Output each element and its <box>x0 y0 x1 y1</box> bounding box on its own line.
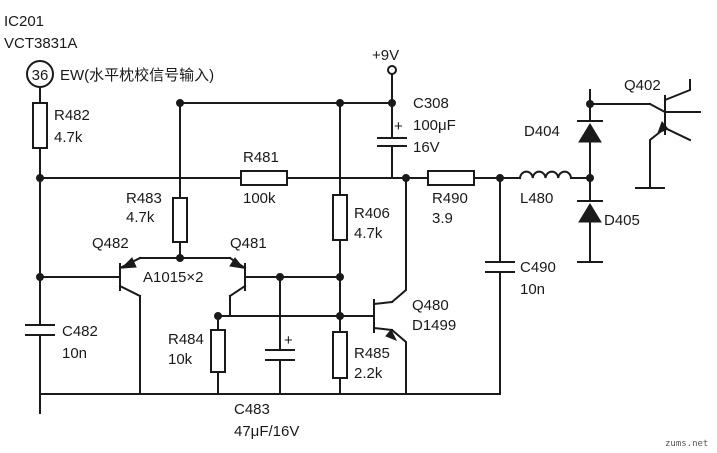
transistor-q481 <box>228 256 247 298</box>
r483-value: 4.7k <box>126 209 155 226</box>
c483-ref: C483 <box>234 401 270 418</box>
resistor-r485 <box>332 331 348 379</box>
l480-ref: L480 <box>520 190 553 207</box>
c308-voltage: 16V <box>413 139 440 156</box>
d405-ref: D405 <box>604 212 640 229</box>
ic-part-label: VCT3831A <box>4 35 77 52</box>
supply-terminal <box>387 65 397 75</box>
c483-value: 47μF/16V <box>234 423 299 440</box>
q480-ref: Q480 <box>412 297 449 314</box>
r485-ref: R485 <box>354 345 390 362</box>
ic-ref-label: IC201 <box>4 13 44 30</box>
r481-value: 100k <box>243 190 276 207</box>
q481-ref: Q481 <box>230 235 267 252</box>
r482-value: 4.7k <box>54 129 83 146</box>
c482-ref: C482 <box>62 323 98 340</box>
resistor-r484 <box>210 329 226 373</box>
transistor-pair-label: A1015×2 <box>143 269 203 286</box>
r406-ref: R406 <box>354 205 390 222</box>
resistor-r482 <box>32 102 48 149</box>
q480-part: D1499 <box>412 317 456 334</box>
r484-value: 10k <box>168 351 193 368</box>
transistor-q402 <box>648 79 692 142</box>
ic-pin-36: 36 <box>26 60 54 88</box>
ew-signal-label: EW(水平枕校信号输入) <box>60 67 214 84</box>
diode-d405 <box>577 200 603 223</box>
c308-value: 100μF <box>413 117 456 134</box>
r490-ref: R490 <box>432 190 468 207</box>
r406-value: 4.7k <box>354 225 383 242</box>
ic-pin-number: 36 <box>32 67 49 84</box>
transistor-q480 <box>372 299 398 341</box>
inductor-l480 <box>518 170 573 180</box>
supply-voltage-label: +9V <box>372 47 399 64</box>
resistor-r481 <box>240 170 288 186</box>
junction-dots <box>36 99 594 320</box>
r484-ref: R484 <box>168 331 204 348</box>
r490-value: 3.9 <box>432 210 453 227</box>
wires <box>39 73 701 414</box>
r482-ref: R482 <box>54 107 90 124</box>
r483-ref: R483 <box>126 190 162 207</box>
transistor-q482 <box>118 256 142 298</box>
svg-text:+: + <box>394 118 403 135</box>
resistor-r483 <box>172 197 188 243</box>
diode-d404 <box>577 120 603 143</box>
r481-ref: R481 <box>243 149 279 166</box>
c308-ref: C308 <box>413 95 449 112</box>
capacitor-c308: + <box>377 117 407 166</box>
q482-ref: Q482 <box>92 235 129 252</box>
capacitor-c483: + <box>265 332 295 371</box>
r485-value: 2.2k <box>354 365 383 382</box>
resistor-r490 <box>427 170 475 186</box>
q402-ref: Q402 <box>624 77 661 94</box>
c490-ref: C490 <box>520 259 556 276</box>
capacitor-c482 <box>25 324 55 347</box>
c482-value: 10n <box>62 345 87 362</box>
capacitor-c490 <box>485 261 515 283</box>
resistor-r406 <box>332 194 348 241</box>
d404-ref: D404 <box>524 123 560 140</box>
watermark: zums.net <box>665 439 708 449</box>
svg-text:+: + <box>284 332 293 349</box>
c490-value: 10n <box>520 281 545 298</box>
